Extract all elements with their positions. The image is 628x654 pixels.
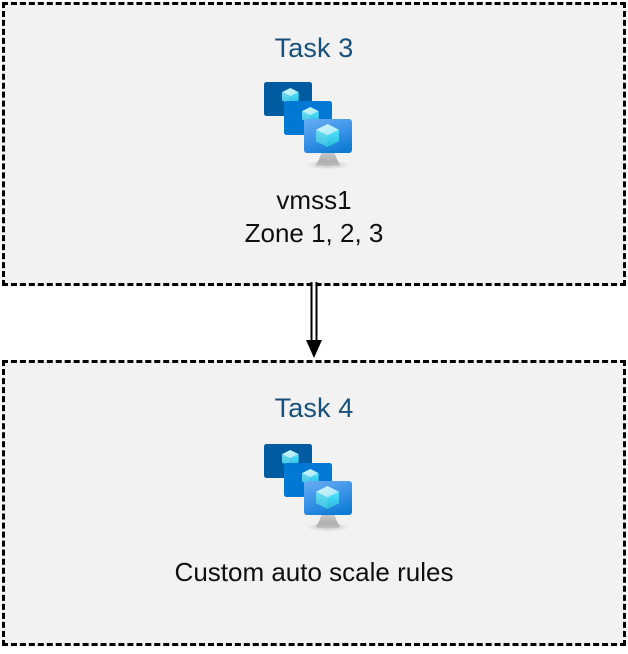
task-3-caption-line-1: vmss1: [276, 185, 352, 215]
task-4-title: Task 4: [274, 393, 354, 423]
arrow-shaft-left: [310, 282, 313, 342]
vm-scale-set-icon: [260, 438, 368, 534]
arrow-shaft-right: [315, 282, 318, 342]
monitor-stand-shape: [306, 152, 350, 170]
task-box-task-4[interactable]: Task 4: [2, 360, 626, 646]
task-3-caption-line-2: Zone 1, 2, 3: [244, 218, 384, 248]
task-4-caption-line-1: Custom auto scale rules: [174, 557, 454, 587]
task-3-caption: vmss1 Zone 1, 2, 3: [245, 184, 384, 250]
task-4-caption: Custom auto scale rules: [175, 556, 454, 589]
monitor-front-shape: [304, 119, 352, 153]
monitor-front-shape: [304, 481, 352, 515]
task-box-task-3[interactable]: Task 3: [2, 2, 626, 286]
task-3-title: Task 3: [274, 33, 354, 63]
vm-scale-set-icon: [260, 76, 368, 172]
connector-task3-to-task4: [296, 282, 332, 362]
monitor-stand-shape: [306, 514, 350, 532]
arrow-head: [306, 340, 322, 358]
